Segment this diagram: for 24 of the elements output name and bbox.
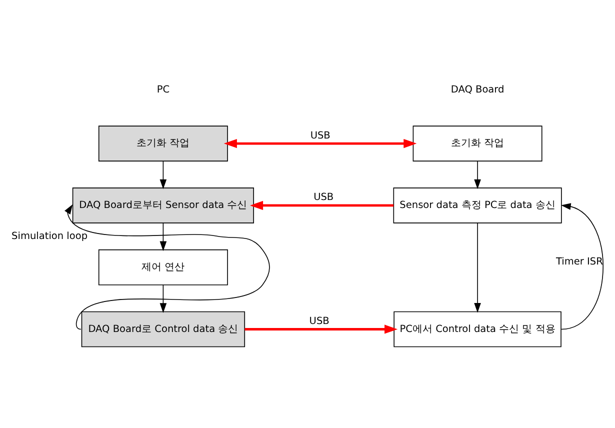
arrow <box>474 160 481 190</box>
arrow <box>160 284 167 313</box>
label: DAQ Board <box>450 84 504 96</box>
arrow <box>561 203 604 330</box>
arrow <box>474 222 481 313</box>
edge-label: USB <box>314 192 334 204</box>
arrow <box>224 138 417 148</box>
edge-label: Simulation loop <box>12 230 88 242</box>
arrow <box>160 222 167 252</box>
node-box: DAQ Board로 Control data 송신 <box>81 311 246 348</box>
node-box: 초기화 작업 <box>412 126 542 162</box>
edge-label: USB <box>310 130 330 142</box>
arrow <box>244 324 398 334</box>
arrow <box>160 160 167 190</box>
node-box: Sensor data 측정 PC로 data 송신 <box>393 188 562 224</box>
node-box: 제어 연산 <box>98 249 228 286</box>
edge-label: Timer ISR <box>556 256 603 268</box>
node-box: DAQ Board로부터 Sensor data 수신 <box>72 188 254 224</box>
node-box: 초기화 작업 <box>98 126 228 162</box>
edge-label: USB <box>309 316 330 328</box>
arrow <box>64 204 270 330</box>
arrow <box>250 200 394 210</box>
label: PC <box>156 84 170 96</box>
node-box: PC에서 Control data 수신 및 적용 <box>394 311 562 348</box>
